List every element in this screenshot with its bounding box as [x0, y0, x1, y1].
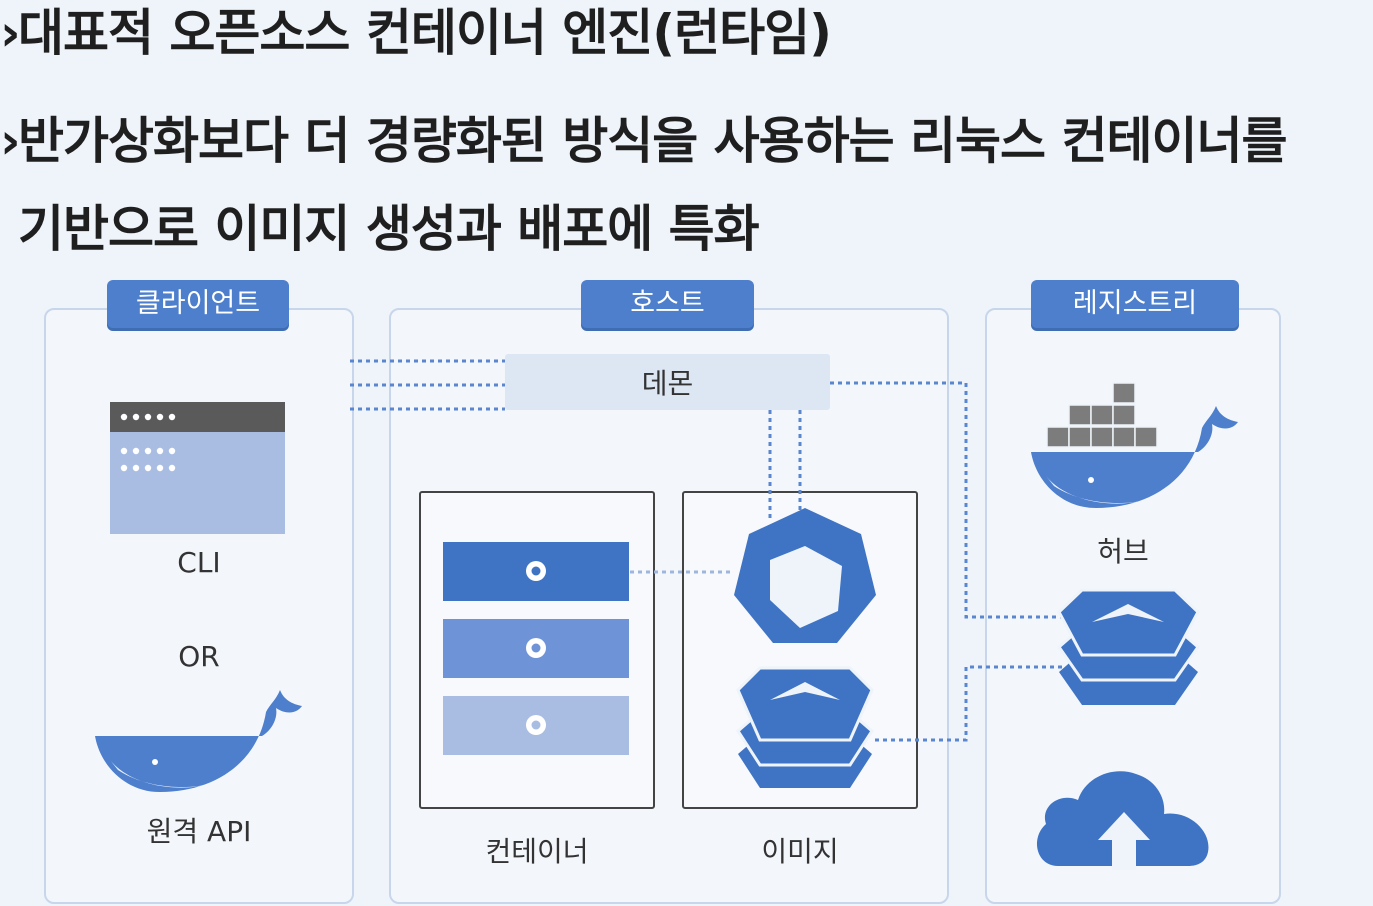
connector-lines — [350, 359, 1062, 742]
client-title: 클라이언트 — [107, 280, 289, 328]
bullet-1: ›대표적 오픈소스 컨테이너 엔진(런타임) — [0, 4, 832, 62]
cli-window-icon — [110, 402, 285, 534]
bullet-3-text: 기반으로 이미지 생성과 배포에 특화 — [18, 200, 760, 258]
hub-label: 허브 — [1097, 535, 1149, 568]
client-whale-icon — [95, 690, 302, 792]
bullet-1-text: 대표적 오픈소스 컨테이너 엔진(런타임) — [18, 4, 832, 62]
docker-hub-whale-icon — [1031, 382, 1238, 508]
daemon-label: 데몬 — [641, 367, 694, 400]
bullet-2-continued: 기반으로 이미지 생성과 배포에 특화 — [18, 204, 760, 254]
or-label: OR — [178, 640, 220, 673]
container-label: 컨테이너 — [485, 835, 589, 868]
image-stack-icon — [736, 666, 874, 788]
bullet-2: ›반가상화보다 더 경량화된 방식을 사용하는 리눅스 컨테이너를 — [0, 112, 1287, 170]
image-label: 이미지 — [761, 835, 839, 868]
registry-title: 레지스트리 — [1031, 280, 1239, 328]
gear-hole — [531, 566, 541, 730]
bullet-marker: › — [0, 4, 21, 62]
host-title: 호스트 — [581, 280, 754, 328]
remote-api-label: 원격 API — [146, 815, 252, 848]
daemon-box — [505, 354, 830, 410]
image-heptagon-icon — [734, 508, 876, 643]
registry-image-stack-icon — [1056, 588, 1201, 705]
bullet-marker: › — [0, 112, 21, 170]
bullet-2-text: 반가상화보다 더 경량화된 방식을 사용하는 리눅스 컨테이너를 — [18, 112, 1287, 170]
cloud-upload-icon — [1036, 771, 1209, 870]
cli-label: CLI — [177, 546, 221, 579]
